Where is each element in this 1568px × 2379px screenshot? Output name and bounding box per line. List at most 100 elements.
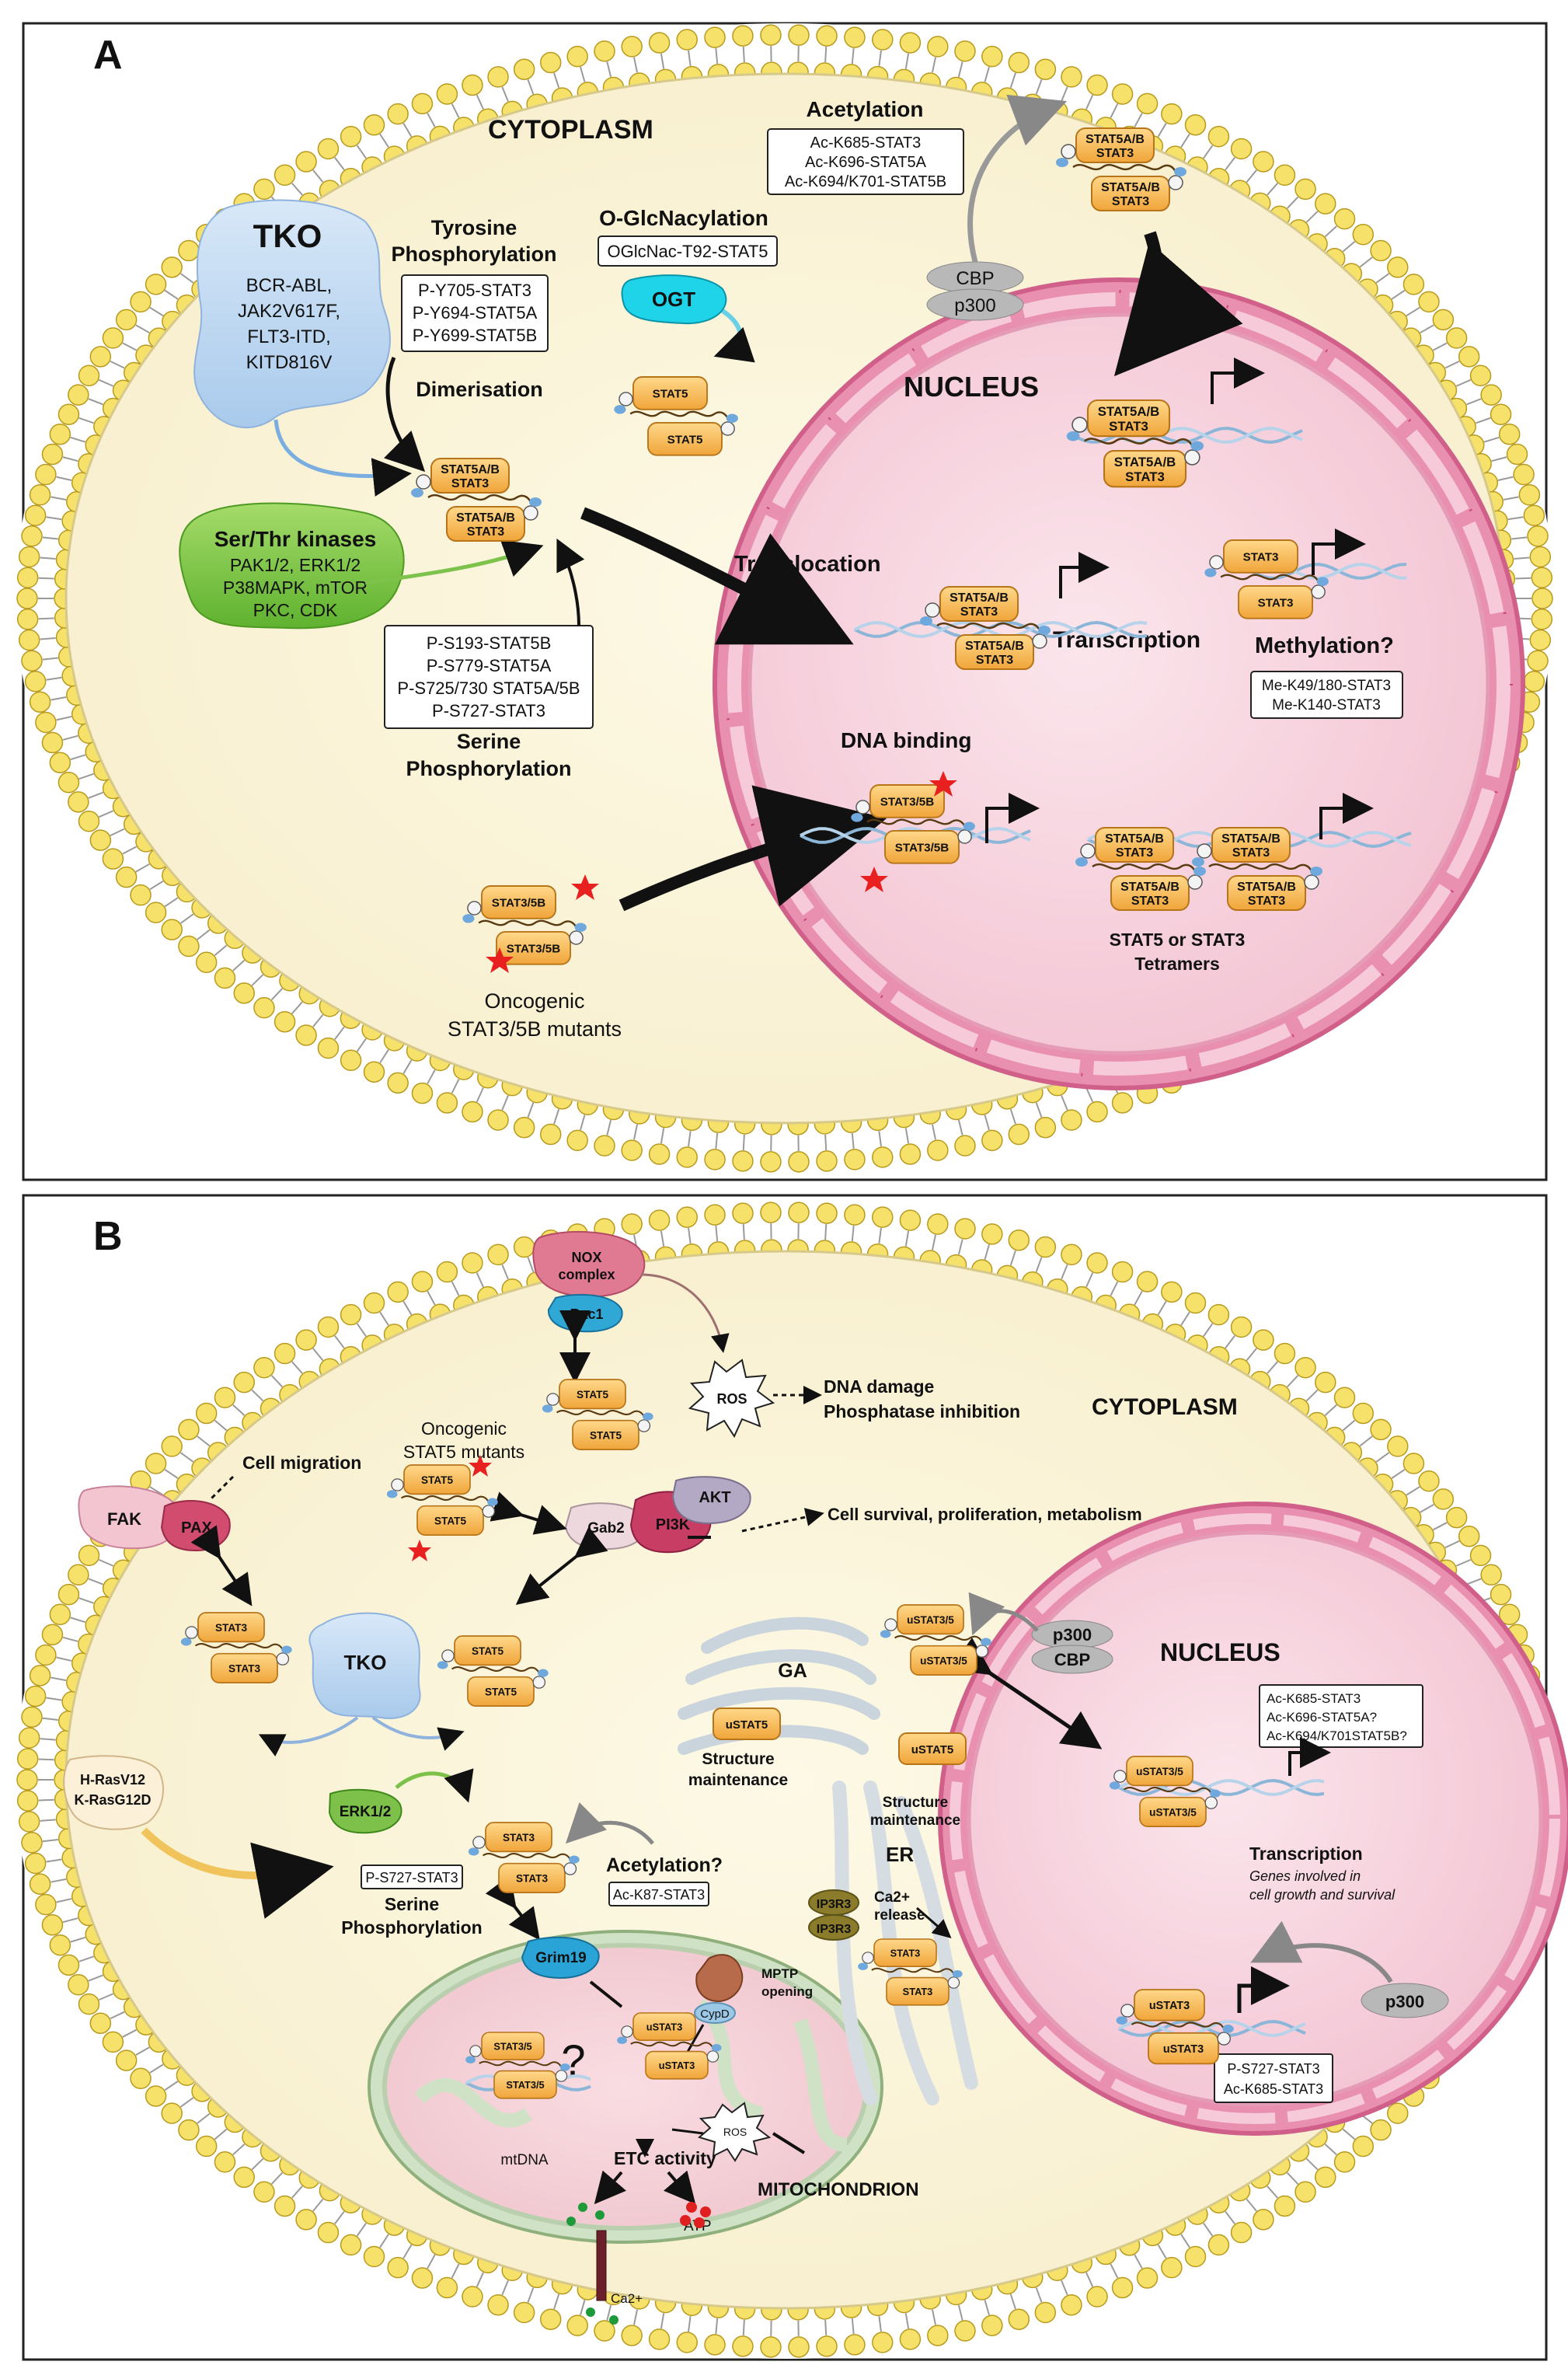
tyrosine-residue xyxy=(1038,626,1051,635)
sh2-linker xyxy=(478,919,577,928)
lipid-head xyxy=(1111,1261,1134,1283)
lipid-head xyxy=(539,1123,562,1146)
stat-monomer xyxy=(955,634,1034,670)
lipid-head xyxy=(161,1435,183,1457)
stat-label: STAT5A/B xyxy=(1105,832,1164,846)
lipid-tail xyxy=(356,145,367,159)
lipid-head xyxy=(21,1832,43,1854)
lipid-tail xyxy=(251,1389,264,1402)
er-label: ER xyxy=(886,1843,914,1866)
phospho-group xyxy=(621,2025,633,2038)
lipid-tail xyxy=(56,1656,72,1662)
lipid-head xyxy=(24,671,47,692)
lipid-tail xyxy=(824,47,828,63)
sh2-linker xyxy=(1072,163,1177,173)
lipid-tail xyxy=(606,61,612,78)
lipid-tail xyxy=(88,791,103,799)
lipid-head xyxy=(1207,125,1230,148)
lipid-head xyxy=(1161,103,1183,125)
dna-binding-label: DNA binding xyxy=(841,728,971,752)
stat-label: STAT5 xyxy=(667,434,703,447)
ip3r3-label: IP3R3 xyxy=(817,1898,852,1911)
lipid-head xyxy=(214,967,236,989)
lipid-head xyxy=(1294,178,1316,201)
stat-label: STAT3/5B xyxy=(895,842,950,855)
lipid-head xyxy=(732,1150,754,1172)
phospho-group xyxy=(1197,843,1212,859)
stat-monomer xyxy=(481,885,556,919)
ros-burst: ROS xyxy=(688,1359,775,1439)
cbp-label: CBP xyxy=(956,268,994,289)
lipid-tail xyxy=(1391,289,1406,300)
lipid-tail xyxy=(931,1124,936,1140)
lipid-tail xyxy=(110,360,125,369)
phospho-group xyxy=(720,421,735,436)
lipid-tail xyxy=(688,50,692,66)
lipid-head xyxy=(18,1727,40,1749)
sh2-linker xyxy=(556,1410,645,1418)
lipid-head xyxy=(1402,1453,1425,1474)
lipid-head xyxy=(1184,114,1207,136)
lipid-head xyxy=(487,2294,509,2316)
lipid-tail xyxy=(476,2272,484,2287)
lipid-head xyxy=(788,1151,810,1173)
stat-monomer xyxy=(498,1862,566,1893)
lipid-head xyxy=(295,2209,317,2231)
lipid-tail xyxy=(179,1452,194,1463)
tyrosine-residue xyxy=(1222,2025,1234,2033)
atp-dots xyxy=(680,2202,711,2228)
lipid-tail xyxy=(1009,1108,1016,1125)
lipid-tail xyxy=(427,2254,436,2269)
lipid-tail xyxy=(427,113,436,127)
lipid-tail xyxy=(1225,2210,1235,2224)
lipid-tail xyxy=(1085,1272,1094,1288)
tetramers-label: Tetramers xyxy=(1134,954,1220,974)
lipid-head xyxy=(436,1092,458,1114)
stat-label: uSTAT3/5 xyxy=(907,1614,954,1626)
lipid-tail xyxy=(1110,2263,1119,2279)
nuc-bottom-item: Ac-K685-STAT3 xyxy=(1224,2081,1323,2097)
lipid-head xyxy=(145,2085,167,2107)
lipid-head xyxy=(274,1010,296,1033)
lipid-tail xyxy=(1503,496,1519,501)
ros-mito: ROS xyxy=(697,2102,772,2162)
lipid-tail xyxy=(232,2144,246,2156)
phospho-group xyxy=(391,1478,404,1491)
phospho-group xyxy=(555,2070,568,2082)
stat-label: STAT3/5B xyxy=(507,943,561,956)
serine-item: P-S779-STAT5A xyxy=(427,656,552,675)
lipid-head xyxy=(981,45,1003,68)
lipid-head xyxy=(487,1109,509,1131)
lipid-head xyxy=(35,1893,57,1916)
lipid-head xyxy=(1518,484,1541,506)
ac-k87-label: Ac-K87-STAT3 xyxy=(613,1887,705,1903)
lipid-head xyxy=(648,1143,671,1165)
tyrosine-residue xyxy=(1192,857,1204,867)
stat-monomer xyxy=(446,506,525,542)
lipid-head xyxy=(704,2334,726,2356)
dna-strand xyxy=(1118,1779,1325,1796)
lipid-tail xyxy=(451,1281,460,1296)
lipid-head xyxy=(513,58,535,80)
lipid-head xyxy=(1008,1123,1030,1146)
lipid-head xyxy=(363,2245,385,2268)
lipid-tail xyxy=(1375,273,1390,284)
nuc-ac-item: Ac-K696-STAT5A? xyxy=(1267,1710,1377,1725)
lipid-tail xyxy=(291,2185,303,2199)
lipid-tail xyxy=(110,2011,125,2020)
lipid-head xyxy=(1008,2308,1030,2331)
tyrosine-residue xyxy=(711,2044,722,2052)
lipid-tail xyxy=(88,1578,103,1585)
lipid-tail xyxy=(356,2222,367,2237)
lipid-tail xyxy=(78,773,94,780)
phospho-group xyxy=(637,1419,651,1432)
lipid-tail xyxy=(40,1819,56,1822)
lipid-tail xyxy=(1085,1087,1094,1103)
stat-monomer xyxy=(873,1938,937,1968)
lipid-head xyxy=(1230,1316,1253,1338)
stat-monomer xyxy=(467,1676,535,1707)
lipid-head xyxy=(844,26,866,48)
